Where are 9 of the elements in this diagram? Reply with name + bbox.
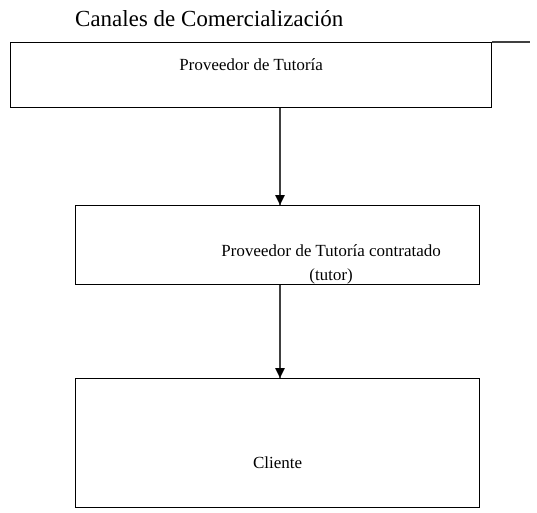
box-label: Proveedor de Tutoría contratado (tutor) (220, 240, 442, 286)
process-box (75, 378, 480, 508)
title: Canales de Comercialización (75, 6, 344, 32)
arrow (275, 108, 285, 205)
box-label: Proveedor de Tutoría (178, 54, 324, 76)
arrow (275, 285, 285, 378)
process-box (75, 205, 480, 285)
process-box (10, 42, 492, 108)
box-label: Cliente (252, 452, 304, 474)
